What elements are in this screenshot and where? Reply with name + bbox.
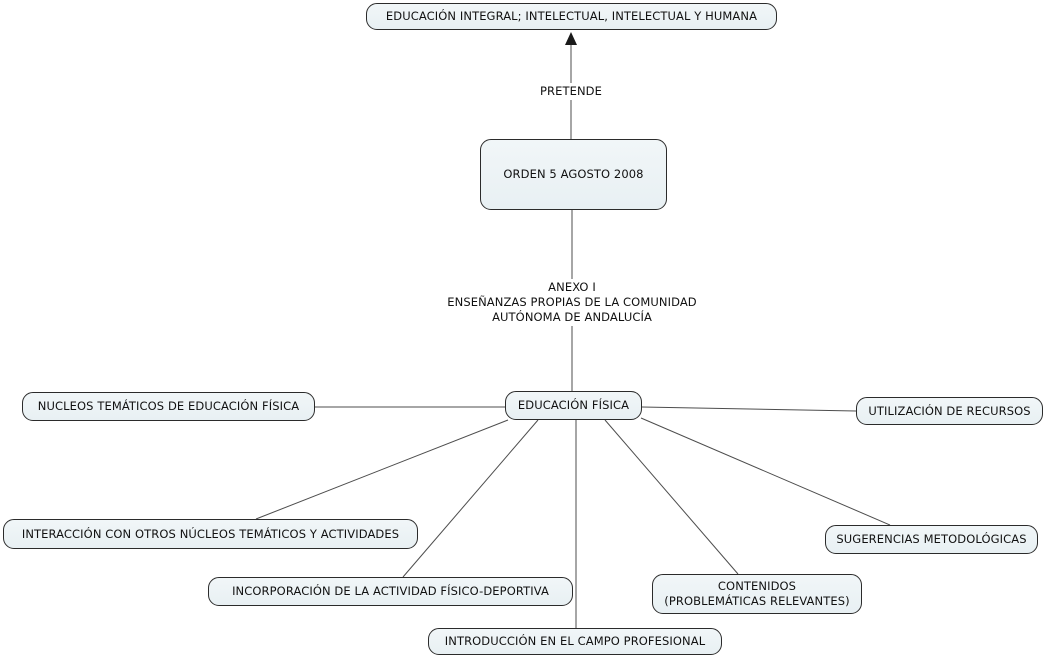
node-introduccion-campo-profesional[interactable]: INTRODUCCIÓN EN EL CAMPO PROFESIONAL xyxy=(428,628,722,655)
node-nucleos-tematicos[interactable]: NUCLEOS TEMÁTICOS DE EDUCACIÓN FÍSICA xyxy=(22,392,315,421)
node-orden-5-agosto-2008[interactable]: ORDEN 5 AGOSTO 2008 xyxy=(480,139,667,210)
node-educacion-integral[interactable]: EDUCACIÓN INTEGRAL; INTELECTUAL, INTELEC… xyxy=(366,3,777,30)
edge-line-ef-to-incorporacion xyxy=(402,419,539,578)
edge-label-anexo-i[interactable]: ANEXO I ENSEÑANZAS PROPIAS DE LA COMUNID… xyxy=(444,279,700,326)
node-contenidos-problematicas[interactable]: CONTENIDOS (PROBLEMÁTICAS RELEVANTES) xyxy=(652,574,862,614)
edge-line-ef-to-contenidos xyxy=(604,419,739,575)
node-incorporacion-actividad-fisico-deportiva[interactable]: INCORPORACIÓN DE LA ACTIVIDAD FÍSICO-DEP… xyxy=(208,577,573,606)
node-utilizacion-de-recursos[interactable]: UTILIZACIÓN DE RECURSOS xyxy=(856,397,1043,425)
node-interaccion-nucleos-actividades[interactable]: INTERACCIÓN CON OTROS NÚCLEOS TEMÁTICOS … xyxy=(3,519,418,549)
edge-line-ef-to-interaccion xyxy=(255,419,509,520)
node-sugerencias-metodologicas[interactable]: SUGERENCIAS METODOLÓGICAS xyxy=(825,525,1038,554)
node-educacion-fisica[interactable]: EDUCACIÓN FÍSICA xyxy=(505,391,642,420)
edge-line-ef-to-utilizacion xyxy=(641,406,857,412)
edge-label-pretende[interactable]: PRETENDE xyxy=(536,83,606,100)
arrowhead-up-icon xyxy=(565,32,577,45)
edge-line-ef-to-sugerencias xyxy=(640,417,891,526)
